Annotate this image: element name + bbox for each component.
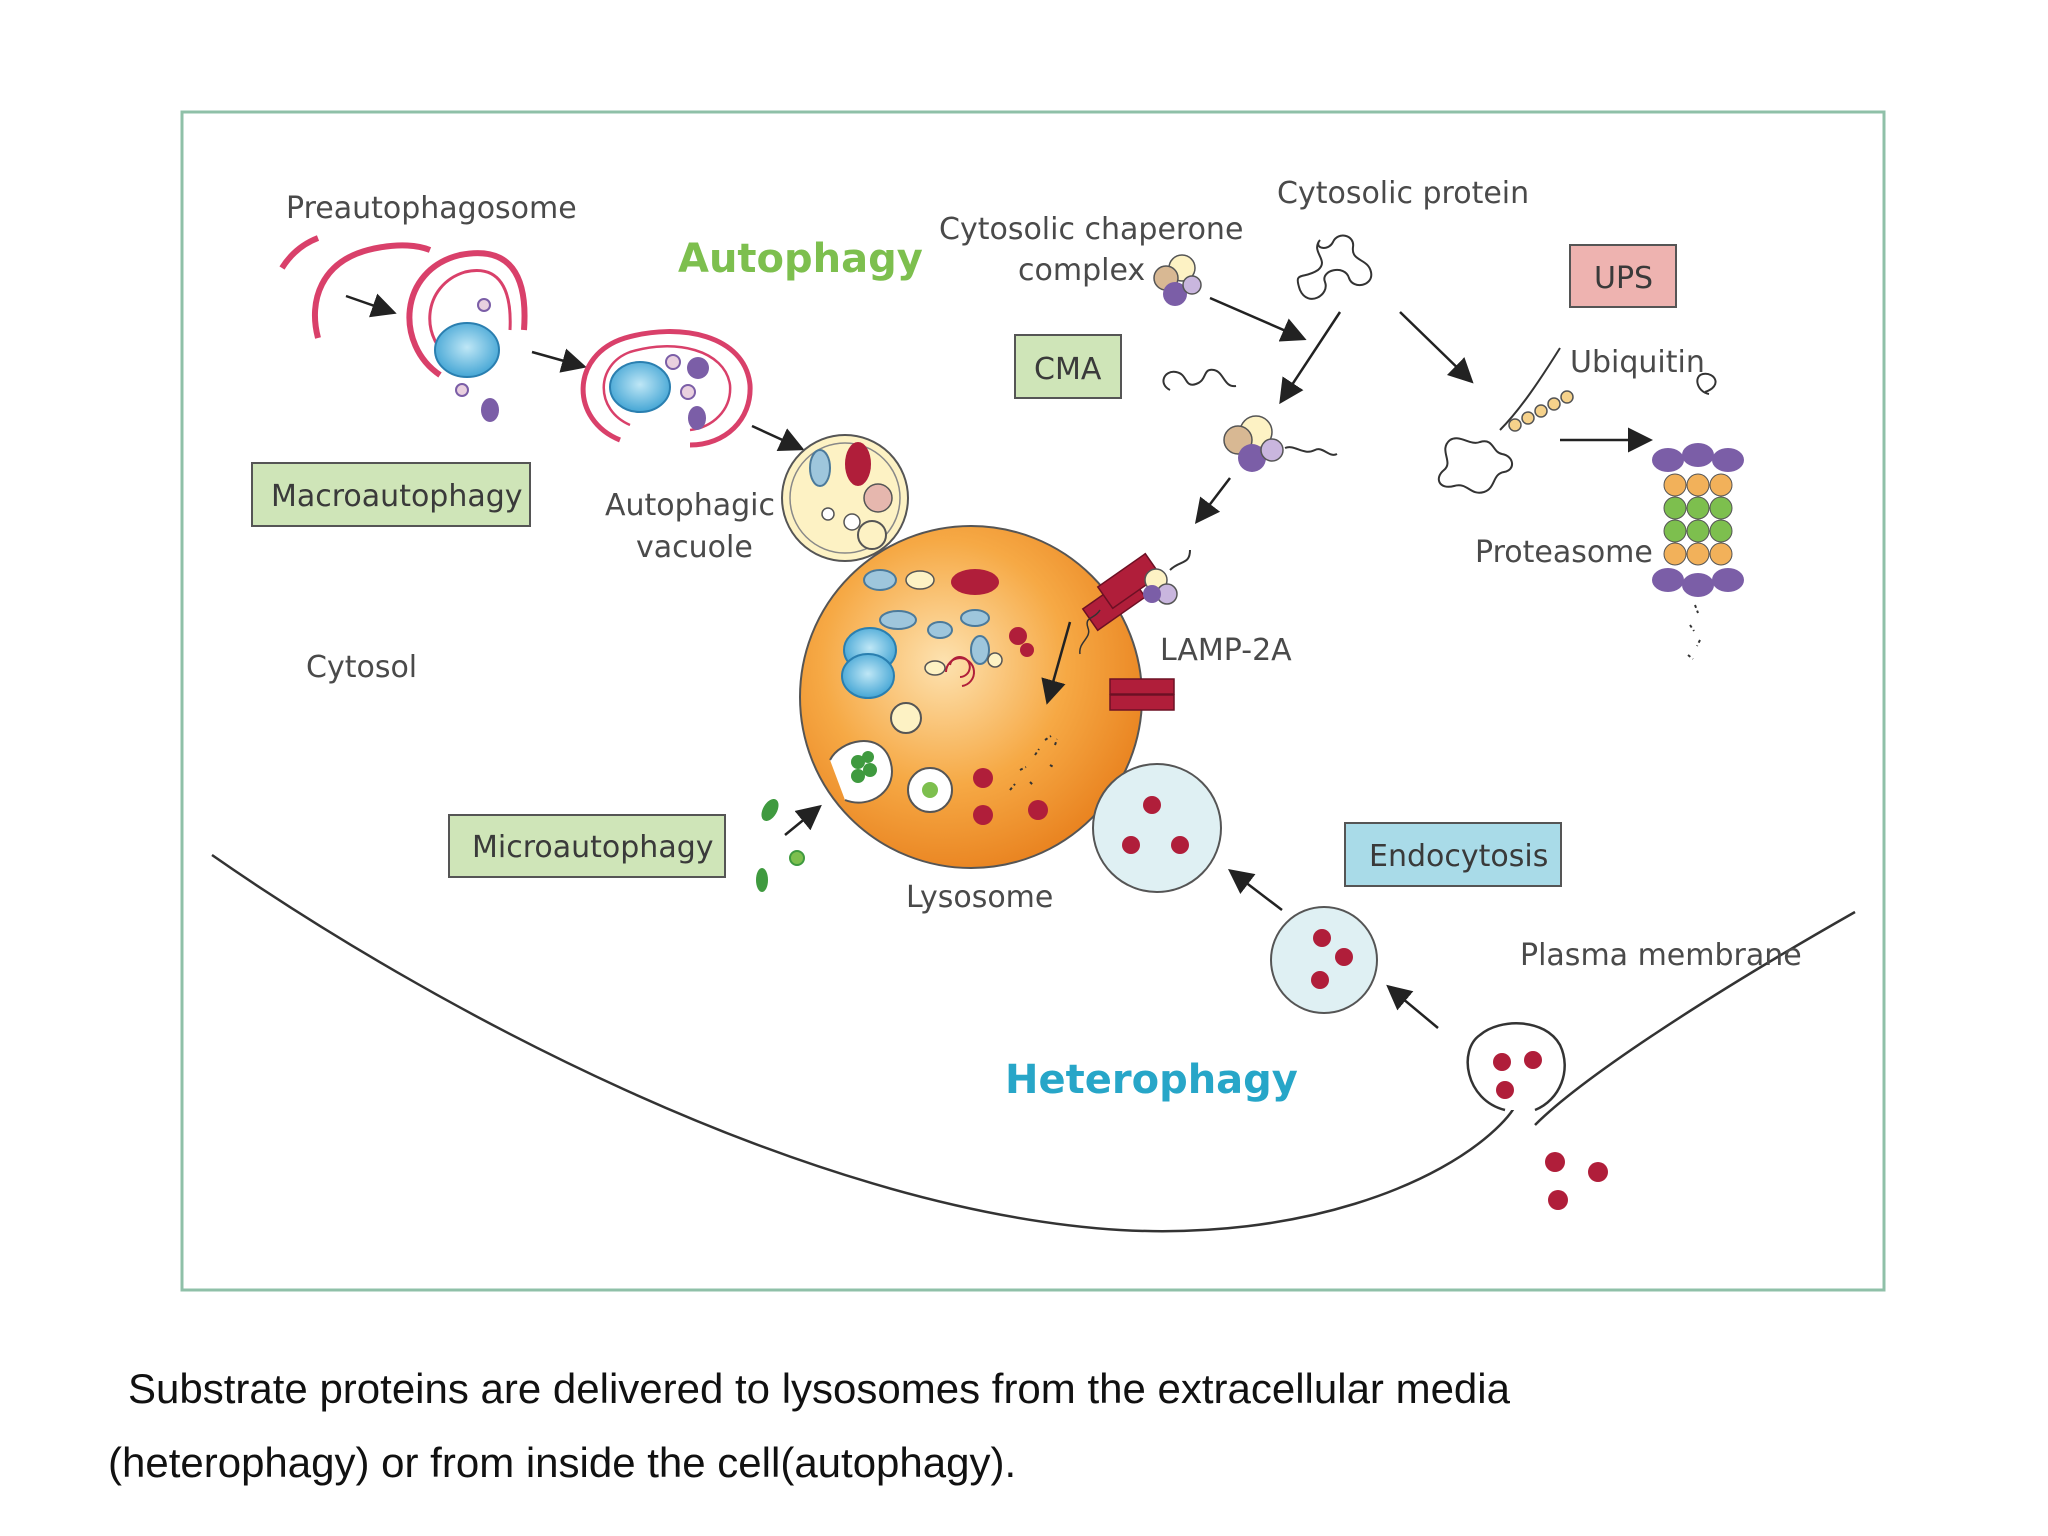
preautophagosome-label: Preautophagosome	[286, 191, 577, 226]
phagophore-fragment	[279, 235, 320, 270]
autophagosome	[580, 329, 753, 448]
arrow-endo-to-lyso	[1228, 868, 1283, 911]
arrow-vacuole-to-lyso	[751, 424, 805, 452]
autophagic-vacuole	[781, 434, 909, 562]
autophagic-vacuole-label-2: vacuole	[636, 530, 753, 565]
arrow-vesicle-to-endo	[1386, 984, 1439, 1029]
proteasome-label: Proteasome	[1475, 535, 1653, 570]
microautophagy-box	[448, 814, 726, 878]
arrow-chaperone	[1209, 296, 1307, 342]
autophagy-title: Autophagy	[678, 236, 923, 282]
caption-line-1: Substrate proteins are delivered to lyso…	[128, 1365, 1510, 1412]
macroautophagy-box	[251, 462, 531, 527]
heterophagy-title: Heterophagy	[1005, 1057, 1298, 1103]
lamp2a-label: LAMP-2A	[1160, 633, 1292, 668]
caption-line-2: (heterophagy) or from inside the cell(au…	[108, 1439, 1017, 1486]
autophagosome-forming	[406, 250, 528, 422]
endosome-late	[1092, 763, 1222, 893]
lamp2a-receptor	[1109, 678, 1175, 711]
chaperone-complex-icon	[1153, 254, 1202, 306]
arrow-into-lysosome	[1041, 621, 1072, 705]
lysosome-label: Lysosome	[906, 880, 1053, 915]
lamp2a-receptor-bound	[1079, 549, 1191, 655]
autophagy-diagram: Autophagy Heterophagy Preautophagosome A	[180, 110, 1886, 1292]
endocytosis-box	[1344, 822, 1562, 887]
cytosolic-protein-icon	[1296, 234, 1373, 300]
extracellular-cargo	[1545, 1152, 1608, 1210]
proteasome-icon	[1652, 372, 1744, 660]
arrow-auto-to-vacuole	[531, 348, 587, 373]
endocytic-vesicle	[1466, 1022, 1566, 1112]
microautophagy-label: Microautophagy	[472, 830, 714, 865]
endosome-early	[1270, 906, 1378, 1014]
chaperone-label-2: complex	[1018, 253, 1145, 288]
arrow-protein-to-cma	[1279, 311, 1342, 405]
endocytosis-label: Endocytosis	[1369, 839, 1548, 874]
arrow-protein-to-ups	[1399, 311, 1474, 384]
macroautophagy-label: Macroautophagy	[271, 479, 523, 514]
microautophagy-cargo	[756, 799, 805, 892]
cma-label: CMA	[1034, 352, 1102, 387]
ups-box	[1569, 244, 1677, 308]
cytosolic-protein-label: Cytosolic protein	[1277, 176, 1529, 211]
substrate-chaperone-complex	[1162, 368, 1338, 472]
arrow-cma-to-lamp	[1194, 477, 1231, 524]
lysosome	[799, 525, 1143, 869]
figure-caption: Substrate proteins are delivered to lyso…	[108, 1352, 1808, 1500]
arrow-micro	[784, 804, 822, 836]
ups-label: UPS	[1594, 261, 1653, 296]
autophagic-vacuole-label-1: Autophagic	[605, 488, 775, 523]
ubiquitinated-protein	[1437, 347, 1574, 494]
chaperone-label-1: Cytosolic chaperone	[939, 212, 1243, 247]
ubiquitin-label: Ubiquitin	[1570, 345, 1705, 380]
phagophore-cup	[312, 242, 432, 339]
plasma-membrane-label: Plasma membrane	[1520, 938, 1802, 973]
cytosol-label: Cytosol	[306, 650, 417, 685]
cma-box	[1014, 334, 1122, 399]
arrow-pre-to-auto	[345, 293, 397, 318]
plasma-membrane-line	[211, 853, 1856, 1233]
